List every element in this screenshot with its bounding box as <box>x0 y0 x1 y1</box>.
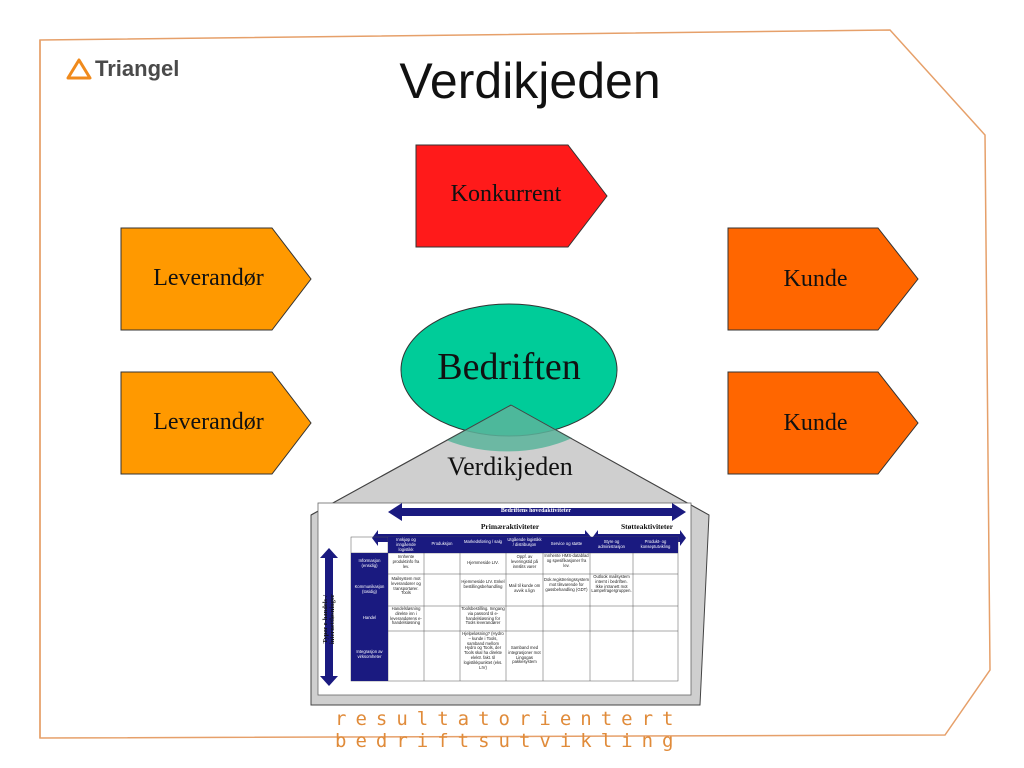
roof-line-left <box>310 404 512 516</box>
customer-top-arrow <box>727 227 919 331</box>
overlap-region <box>446 405 572 452</box>
table-cell: Hjelpeløsning? (Hydro – kunde i Tools, s… <box>462 631 504 670</box>
roof-line-right <box>510 404 710 516</box>
table-cell: Hjemmeside LIV. Enkel bestillingsbehandl… <box>461 579 505 589</box>
table-cell: Innhente produktinfo fra lev. <box>392 554 420 569</box>
competitor-arrow <box>415 144 608 248</box>
column-header: Utgående logistikk / distribusjon <box>507 537 542 547</box>
footer-tagline: resultatorientert bedriftsutvikling <box>335 708 683 752</box>
table-header-bg <box>388 537 678 553</box>
column-header: Styre og administrasjon <box>598 539 625 549</box>
table-cell: Innhente HMS-datablad og spesifikasjoner… <box>544 553 589 568</box>
row-label: Handel <box>362 615 377 620</box>
triangel-logo: Triangel <box>66 54 179 84</box>
column-header: Innkjøp og inngående logistikk <box>396 537 416 552</box>
support-activities-label: Støtteaktiviteter <box>620 522 674 531</box>
value-chain-title: Verdikjeden <box>447 452 573 481</box>
table-cell: Toolsbestilling. Inngang via passord til… <box>461 606 505 626</box>
table-cell: Hjemmeside LIV. <box>467 560 499 565</box>
supplier-bottom-label: Leverandør <box>153 409 264 435</box>
table-cell: Samband med integrasjoner mot Lingogas p… <box>508 645 541 665</box>
customer-bottom-label: Kunde <box>783 410 848 436</box>
table-cell: Dok.registreringssystem mot tilsvarende … <box>544 577 589 592</box>
column-header: Markedsføring / salg <box>464 539 502 544</box>
solution-types-label: Typer e-handels-/ internettløsninger <box>321 594 336 645</box>
row-label: Integrasjon av virksomheter <box>356 649 383 659</box>
logo-text: Triangel <box>95 56 180 81</box>
column-header: Service og støtte <box>550 541 583 546</box>
primary-activities-label: Primæraktiviteter <box>480 522 540 531</box>
supplier-bottom-arrow <box>120 371 312 475</box>
table-cell: Mailsystem mot leverandører og transport… <box>391 576 421 596</box>
page-title: Verdikjeden <box>399 53 661 109</box>
column-header: Produkt- og konseptutvikling <box>640 539 671 549</box>
main-activities-label: Bedriftens hovedaktiviteter <box>500 508 572 514</box>
table-cell: Oppf. av leveringstid på innslits varer <box>510 554 538 569</box>
column-header: Produksjon <box>431 541 453 546</box>
supplier-top-arrow <box>120 227 312 331</box>
customer-top-label: Kunde <box>783 266 848 292</box>
competitor-label: Konkurrent <box>450 181 562 207</box>
table-rowlabel-bg <box>351 553 388 681</box>
customer-bottom-arrow <box>727 371 919 475</box>
company-label: Bedriften <box>437 346 581 388</box>
table-cell: Mail til kunde om avvik o.lign <box>508 583 541 593</box>
table-cell: Outlook mailsystem internt i bedriften. … <box>591 574 632 594</box>
triangle-logo-icon <box>66 58 92 80</box>
row-label: Informasjon (ensidig) <box>358 558 381 568</box>
main-activities-arrow <box>388 503 686 521</box>
table-cell: Handelsløsning direkte inn i leverandøre… <box>390 606 422 626</box>
row-label: Kommunikasjon (tosidig) <box>354 584 385 594</box>
supplier-top-label: Leverandør <box>153 265 264 291</box>
solutions-types-arrow <box>320 548 338 686</box>
